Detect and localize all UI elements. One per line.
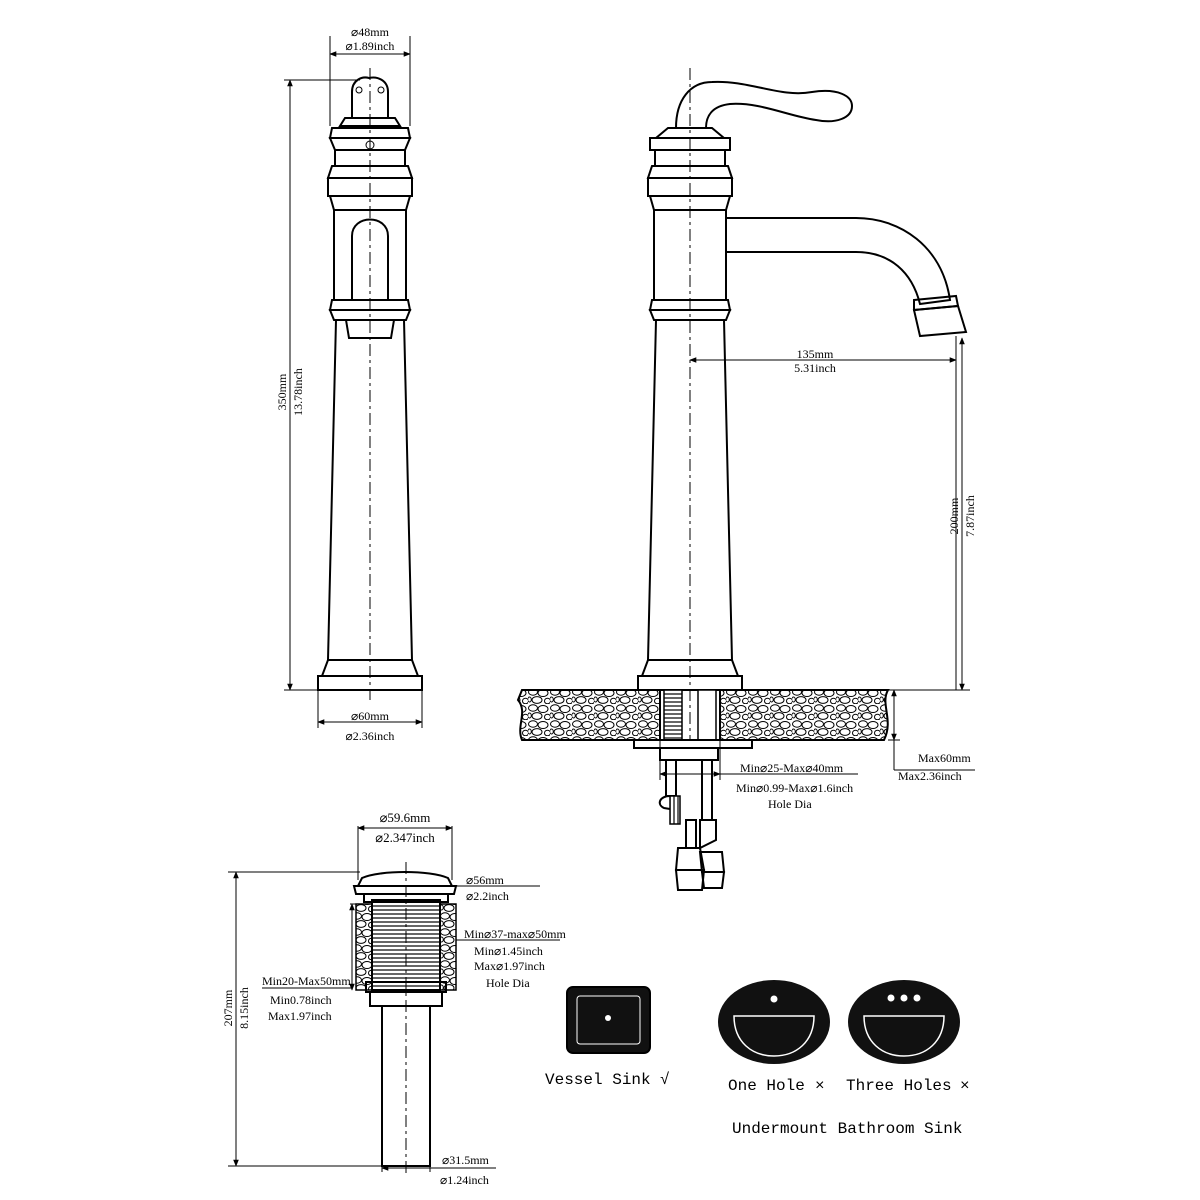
reach-in: 5.31inch [794, 361, 836, 375]
deck-in: Max2.36inch [898, 769, 962, 783]
side-top-dia-in: ⌀1.89inch [346, 39, 395, 53]
drain-height-dim: 207mm 8.15inch [221, 871, 382, 1167]
drain-thick-mm: Min20-Max50mm [262, 974, 351, 988]
drain-assembly [352, 862, 458, 1175]
spout-height-mm: 200mm [947, 497, 961, 534]
drain-cap-dim: ⌀59.6mm ⌀2.347inch [357, 810, 453, 880]
deck-mm: Max60mm [918, 751, 971, 765]
faucet-hole-label: Hole Dia [768, 797, 812, 811]
side-top-diameter-dim: ⌀48mm ⌀1.89inch [329, 25, 411, 126]
drain-pipe-dia-in: ⌀1.24inch [440, 1173, 489, 1187]
one-hole-sink-icon [718, 980, 830, 1064]
three-holes-cross: × [960, 1077, 970, 1095]
drain-pipe-dia-mm: ⌀31.5mm [442, 1153, 490, 1167]
faucet-hole-in: Min⌀0.99-Max⌀1.6inch [736, 781, 853, 795]
side-base-dia-mm: ⌀60mm [351, 709, 390, 723]
drain-pipe-dim: ⌀31.5mm ⌀1.24inch [381, 1153, 496, 1187]
drain-height-mm: 207mm [221, 989, 235, 1026]
drain-hole-in-min: Min⌀1.45inch [474, 944, 543, 958]
side-height-dim: 350mm 13.78inch [275, 79, 360, 691]
drain-thick-in-min: Min0.78inch [270, 993, 332, 1007]
drain-cap-dia-mm: ⌀59.6mm [380, 810, 431, 825]
one-hole-label: One Hole [728, 1077, 805, 1095]
vessel-sink-check: √ [660, 1071, 670, 1089]
reach-dim: 135mm 5.31inch [689, 336, 957, 690]
undermount-sink-label: Undermount Bathroom Sink [732, 1120, 962, 1138]
faucet-hole-mm: Min⌀25-Max⌀40mm [740, 761, 844, 775]
drain-hole-mm: Min⌀37-max⌀50mm [464, 927, 566, 941]
side-base-dia-in: ⌀2.36inch [346, 729, 395, 743]
drain-hole-label: Hole Dia [486, 976, 530, 990]
one-hole-cross: × [815, 1077, 825, 1095]
drain-thickness-dim: Min20-Max50mm Min0.78inch Max1.97inch [262, 903, 356, 1023]
drain-height-in: 8.15inch [237, 987, 251, 1029]
side-height-mm: 350mm [275, 373, 289, 410]
drain-thick-in-max: Max1.97inch [268, 1009, 332, 1023]
side-top-dia-mm: ⌀48mm [351, 25, 390, 39]
side-height-in: 13.78inch [291, 368, 305, 416]
drain-flange-dim: ⌀56mm ⌀2.2inch [456, 873, 540, 903]
side-base-diameter-dim: ⌀60mm ⌀2.36inch [317, 690, 423, 743]
spout-height-in: 7.87inch [963, 495, 977, 537]
deck-thickness-dim: Max60mm Max2.36inch [888, 689, 975, 783]
countertop-section [516, 689, 890, 891]
vessel-sink-icon [566, 986, 651, 1054]
drain-hole-dim: Min⌀37-max⌀50mm Min⌀1.45inch Max⌀1.97inc… [456, 927, 566, 990]
front-view-faucet [637, 68, 968, 740]
reach-mm: 135mm [797, 347, 834, 361]
drain-flange-dia-in: ⌀2.2inch [466, 889, 509, 903]
faucet-hole-dim: Min⌀25-Max⌀40mm Min⌀0.99-Max⌀1.6inch Hol… [659, 740, 858, 811]
three-holes-label: Three Holes [846, 1077, 952, 1095]
side-view-faucet [317, 68, 423, 700]
three-holes-sink-icon [848, 980, 960, 1064]
drain-flange-dia-mm: ⌀56mm [466, 873, 505, 887]
vessel-sink-label: Vessel Sink [545, 1071, 651, 1089]
spout-height-dim: 200mm 7.87inch [742, 337, 977, 691]
drain-cap-dia-in: ⌀2.347inch [375, 830, 435, 845]
drain-hole-in-max: Max⌀1.97inch [474, 959, 545, 973]
